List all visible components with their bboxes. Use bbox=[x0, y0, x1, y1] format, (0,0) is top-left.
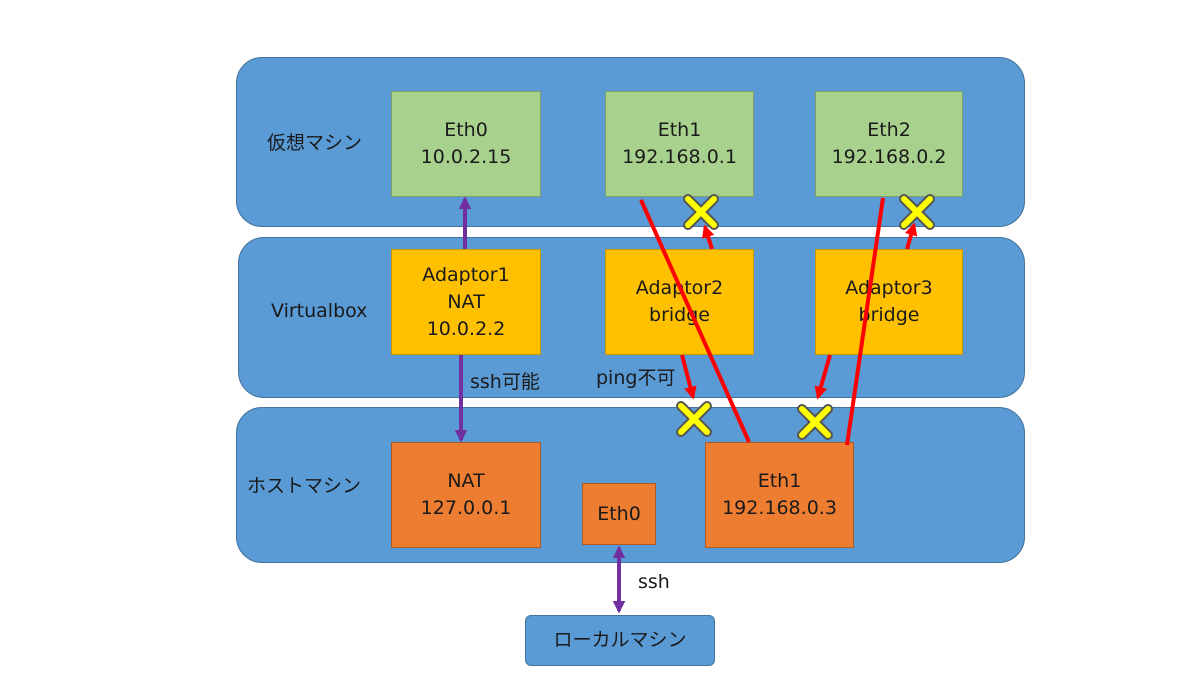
adaptor3-to-vm-eth2-arrow bbox=[904, 222, 918, 250]
vm-eth2-ip: 192.168.0.2 bbox=[831, 146, 947, 168]
adaptor2-box: Adaptor2 bridge bbox=[605, 249, 754, 355]
host-layer-label: ホストマシン bbox=[247, 475, 362, 497]
vm-layer-label: 仮想マシン bbox=[267, 132, 363, 154]
adaptor3-to-host-arrow bbox=[814, 354, 832, 400]
host-eth1-name: Eth1 bbox=[757, 470, 802, 492]
host-eth1-ip: 192.168.0.3 bbox=[722, 497, 837, 519]
adaptor1-mode: NAT bbox=[447, 290, 485, 313]
ssh-possible-note: ssh可能 bbox=[470, 371, 540, 393]
ssh-note: ssh bbox=[638, 571, 670, 593]
vm-eth2-to-host-eth1-line bbox=[845, 197, 885, 446]
host-eth0-box: Eth0 bbox=[582, 483, 656, 545]
vm-eth1-name: Eth1 bbox=[657, 119, 702, 141]
blocked-cross-icon bbox=[899, 194, 935, 230]
vm-eth0-ip: 10.0.2.15 bbox=[420, 146, 512, 168]
vm-eth2-box: Eth2 192.168.0.2 bbox=[815, 91, 963, 197]
adaptor3-mode: bridge bbox=[858, 304, 920, 326]
vm-eth0-name: Eth0 bbox=[444, 119, 488, 141]
adaptor2-to-host-arrow bbox=[680, 354, 697, 400]
adaptor3-box: Adaptor3 bridge bbox=[815, 249, 963, 355]
blocked-cross-icon bbox=[797, 404, 833, 440]
local-machine-label: ローカルマシン bbox=[553, 629, 687, 651]
blocked-cross-icon bbox=[676, 401, 712, 437]
host-nat-box: NAT 127.0.0.1 bbox=[391, 442, 541, 548]
host-nat-ip: 127.0.0.1 bbox=[420, 497, 512, 519]
ping-unreachable-note: ping不可 bbox=[596, 367, 676, 389]
adaptor1-ip: 10.0.2.2 bbox=[426, 317, 506, 340]
host-eth1-box: Eth1 192.168.0.3 bbox=[705, 442, 854, 548]
host-eth0-name: Eth0 bbox=[597, 502, 641, 525]
adaptor1-box: Adaptor1 NAT 10.0.2.2 bbox=[391, 249, 541, 355]
vm-eth2-name: Eth2 bbox=[867, 119, 911, 141]
blocked-cross-icon bbox=[683, 194, 719, 230]
vm-eth1-ip: 192.168.0.1 bbox=[622, 146, 737, 168]
host-nat-name: NAT bbox=[447, 470, 485, 492]
adaptor1-name: Adaptor1 bbox=[422, 263, 510, 286]
local-machine-box: ローカルマシン bbox=[525, 615, 715, 666]
virtualbox-layer-label: Virtualbox bbox=[271, 300, 368, 322]
vm-eth1-to-host-eth1-line bbox=[639, 199, 751, 443]
adaptor2-to-vm-eth1-arrow bbox=[702, 224, 715, 250]
vm-eth1-box: Eth1 192.168.0.1 bbox=[605, 91, 754, 197]
